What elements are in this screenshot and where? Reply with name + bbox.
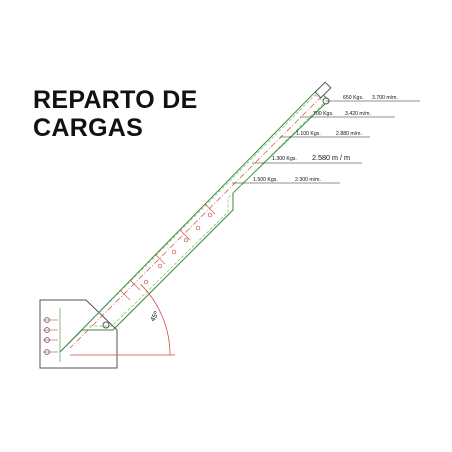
boom-tip-pulley <box>314 81 332 99</box>
load-value: 1.100 Kgs. <box>296 131 321 137</box>
boom-cross-mark <box>179 229 191 241</box>
boom <box>59 81 332 353</box>
load-row: 700 Kgs. 3.420 m/m. <box>300 111 395 118</box>
load-value: 700 Kgs. <box>313 111 333 117</box>
angle-label: 45º <box>150 310 161 323</box>
angle-indicator: 45º <box>70 284 175 356</box>
boom-pin <box>195 225 201 231</box>
load-row: 650 Kgs. 3.700 m/m. <box>326 95 420 102</box>
pivot-pin <box>102 321 110 329</box>
base-plate <box>39 299 118 369</box>
angle-arc <box>140 284 171 356</box>
load-row: 1.300 Kgs. 2.580 m / m <box>252 153 362 164</box>
title-line-2: CARGAS <box>33 114 144 142</box>
boom-outline <box>59 89 330 353</box>
base-plate-outline <box>39 299 118 369</box>
load-rows: 650 Kgs. 3.700 m/m. 700 Kgs. 3.420 m/m. … <box>232 95 420 184</box>
boom-pin <box>157 263 163 269</box>
boom-cross-mark <box>204 203 216 215</box>
load-value: 650 Kgs. <box>343 95 363 101</box>
boom-pin <box>171 249 177 255</box>
boom-cross-mark <box>154 253 166 265</box>
boom-cross-mark <box>119 289 131 301</box>
boom-pin <box>143 279 149 285</box>
title-line-1: REPARTO DE <box>33 86 198 114</box>
reach-value: 3.420 m/m. <box>345 111 371 117</box>
boom-cross-mark <box>129 279 141 291</box>
reach-value: 2.300 m/m. <box>295 177 321 183</box>
reach-value: 3.700 m/m. <box>372 95 398 101</box>
reach-value: 2.580 m / m <box>312 153 350 162</box>
load-row: 1.100 Kgs. 2.880 m/m. <box>280 131 370 138</box>
boom-pin <box>183 237 189 243</box>
boom-dashed-outline <box>85 94 326 327</box>
load-value: 1.300 Kgs. <box>272 156 297 162</box>
reach-value: 2.880 m/m. <box>336 131 362 137</box>
boom-pin <box>207 212 213 218</box>
load-value: 1.500 Kgs. <box>253 177 278 183</box>
boom-centerline <box>69 95 323 349</box>
load-row: 1.500 Kgs. 2.300 m/m. <box>232 177 340 184</box>
